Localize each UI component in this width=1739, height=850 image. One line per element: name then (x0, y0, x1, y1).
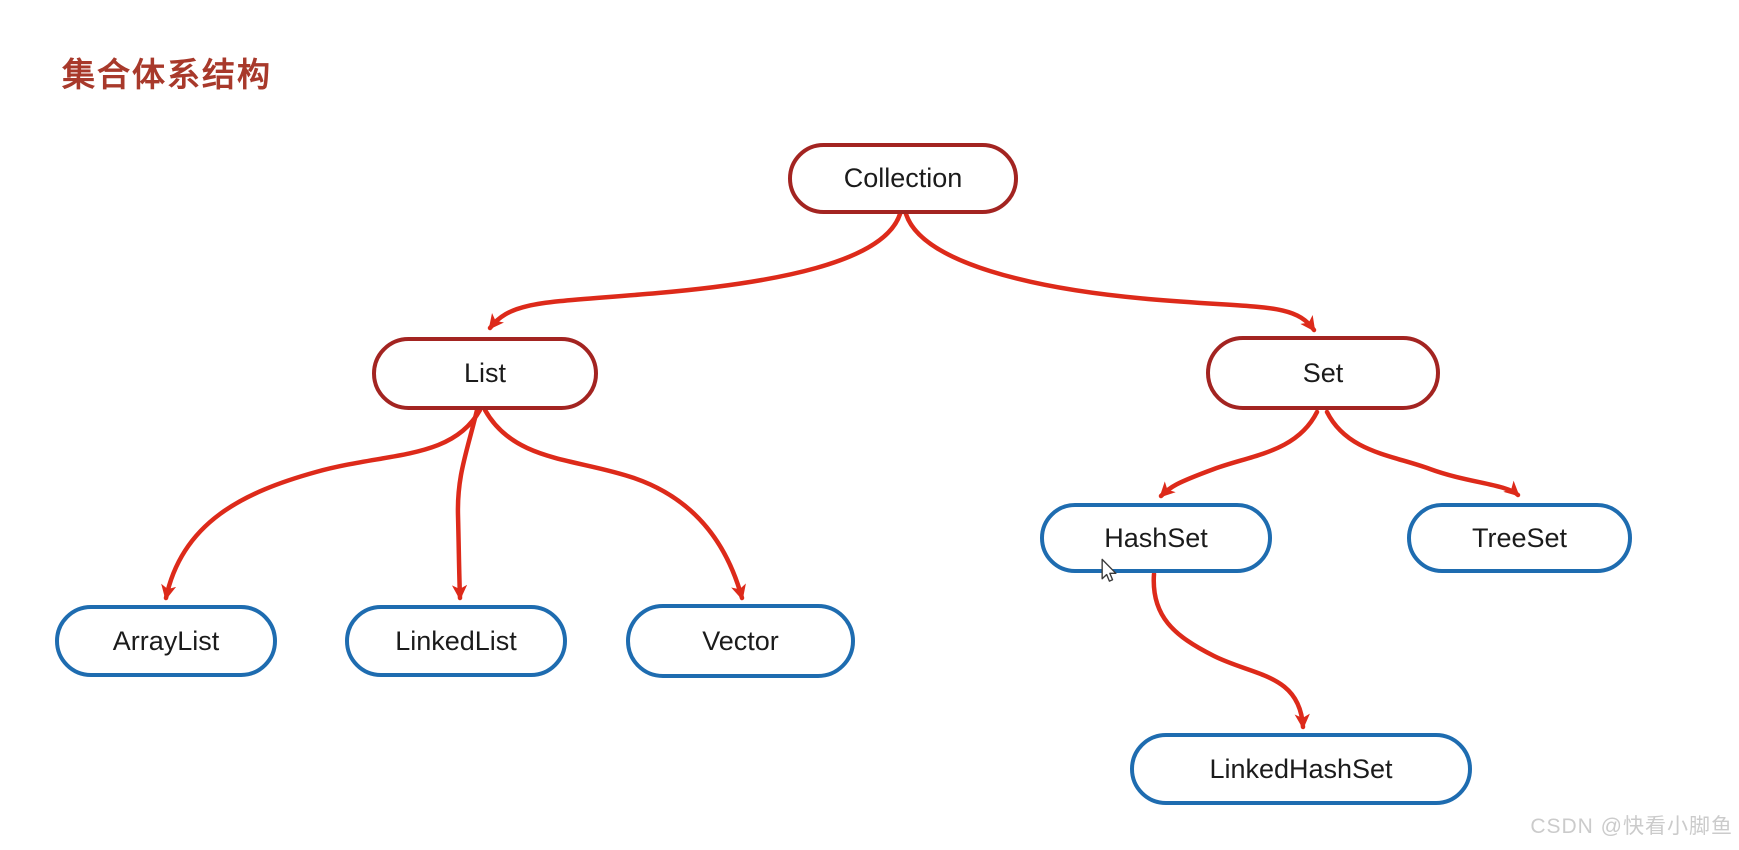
mouse-cursor-icon (1101, 558, 1117, 582)
edge-set-treeset (1324, 409, 1521, 498)
node-linkedhashset[interactable]: LinkedHashSet (1130, 733, 1472, 805)
node-set[interactable]: Set (1206, 336, 1440, 410)
node-collection-label: Collection (843, 163, 963, 193)
node-list[interactable]: List (372, 337, 598, 410)
node-linkedhashset-label: LinkedHashSet (1209, 753, 1393, 784)
node-linkedlist-label: LinkedList (395, 625, 517, 656)
node-vector-label: Vector (702, 625, 779, 656)
edge-list-linkedlist (451, 407, 480, 601)
node-hashset[interactable]: HashSet (1040, 503, 1272, 573)
page-title: 集合体系结构 (62, 56, 272, 93)
csdn-watermark: CSDN @快看小脚鱼 (1530, 815, 1733, 838)
node-vector[interactable]: Vector (626, 604, 855, 678)
edge-collection-list (487, 211, 903, 331)
node-collection[interactable]: Collection (788, 143, 1018, 214)
edge-list-vector (482, 407, 746, 601)
node-treeset[interactable]: TreeSet (1407, 503, 1632, 573)
node-set-label: Set (1302, 357, 1344, 388)
edge-set-hashset (1158, 409, 1320, 499)
edge-collection-set (903, 211, 1317, 333)
node-arraylist[interactable]: ArrayList (55, 605, 277, 677)
node-hashset-label: HashSet (1104, 522, 1208, 553)
node-arraylist-label: ArrayList (112, 625, 220, 656)
edge-list-arraylist (161, 407, 483, 601)
node-list-label: List (463, 358, 507, 388)
node-treeset-label: TreeSet (1471, 522, 1568, 553)
edge-hashset-linkedhashset (1151, 571, 1310, 730)
node-linkedlist[interactable]: LinkedList (345, 605, 567, 677)
